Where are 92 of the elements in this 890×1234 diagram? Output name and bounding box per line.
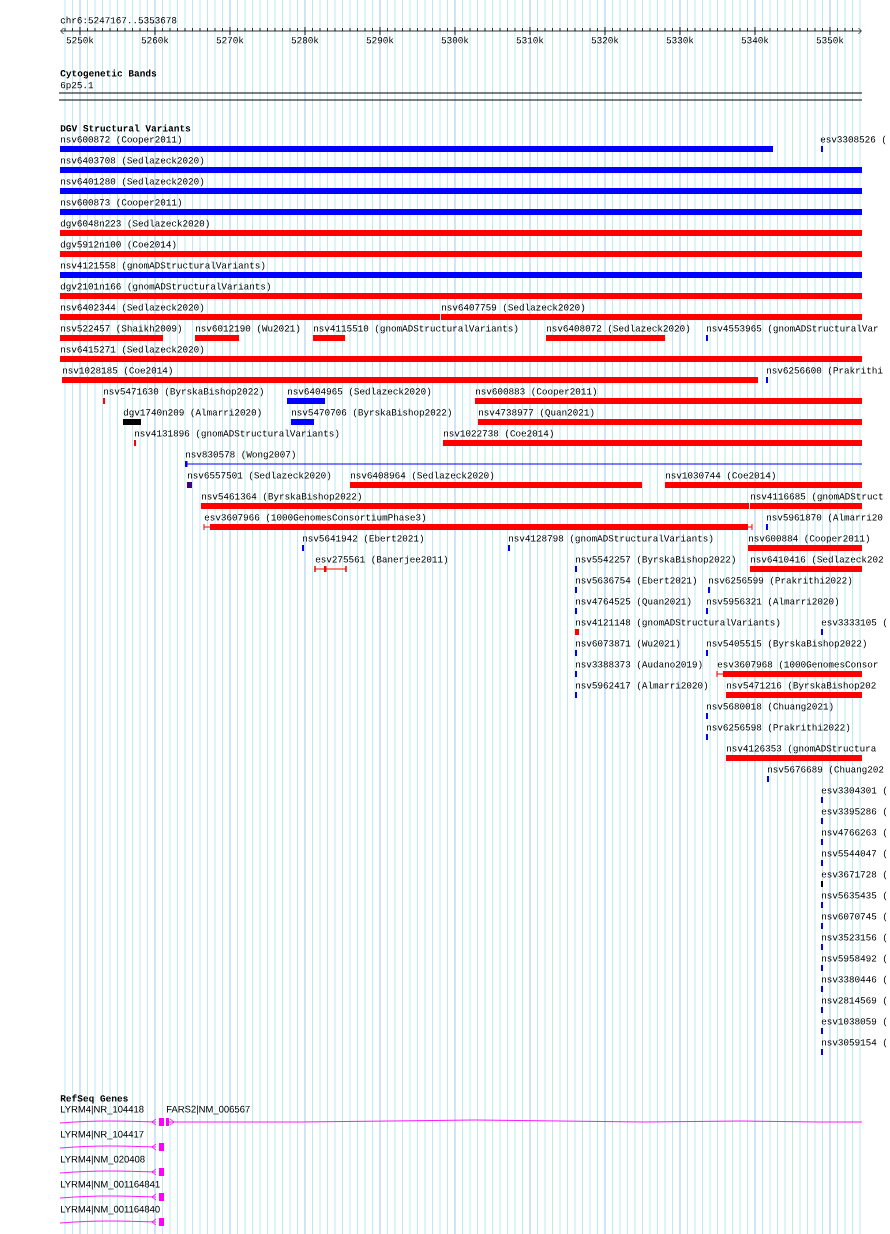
track-heading: DGV Structural Variants xyxy=(60,124,191,132)
variant-label: nsv522457 (Shaikh2009) xyxy=(61,324,181,334)
variant-label: nsv6256600 (Prakrithi xyxy=(767,366,883,376)
track-heading: Cytogenetic Bands xyxy=(60,69,157,79)
variant-label: nsv6403708 (Sedlazeck2020) xyxy=(61,156,204,166)
tick-label: 5340k xyxy=(741,36,769,44)
variant-label: nsv6256598 (Prakrithi2022) xyxy=(707,723,850,733)
tick-label: 5320k xyxy=(591,36,619,44)
variant-label: nsv600884 (Cooper2011) xyxy=(749,534,869,544)
tick-label: 5260k xyxy=(141,36,169,44)
gene-label: FARS2|NM_006567 xyxy=(167,1105,250,1115)
variant-label: nsv5471630 (ByrskaBishop2022) xyxy=(104,387,263,397)
variant-label: nsv6012190 (Wu2021) xyxy=(196,324,300,334)
tick-label: 5300k xyxy=(441,36,469,44)
variant-label: nsv4121558 (gnomADStructuralVariants) xyxy=(61,261,265,271)
variant-label: nsv6557501 (Sedlazeck2020) xyxy=(188,471,331,481)
variant-label: nsv600883 (Cooper2011) xyxy=(476,387,596,397)
variant-label: nsv3388373 (Audano2019) xyxy=(576,660,702,670)
variant-label: esv3671728 ( xyxy=(821,870,887,880)
variant-label: nsv1028185 (Coe2014) xyxy=(63,366,172,376)
gene-label: LYRM4|NM_001164840 xyxy=(61,1205,160,1215)
variant-label: nsv5461364 (ByrskaBishop2022) xyxy=(202,492,361,502)
variant-label: nsv5470706 (ByrskaBishop2022) xyxy=(292,408,451,418)
variant-label: nsv5542257 (ByrskaBishop2022) xyxy=(576,555,735,565)
variant-label: nsv600872 (Cooper2011) xyxy=(61,135,181,145)
variant-label: nsv6404965 (Sedlazeck2020) xyxy=(288,387,431,397)
tick-label: 5330k xyxy=(666,36,694,44)
variant-label: nsv4131896 (gnomADStructuralVariants) xyxy=(135,429,339,439)
band-label: 6p25.1 xyxy=(60,81,94,91)
tick-label: 5270k xyxy=(216,36,244,44)
variant-label: nsv2814569 ( xyxy=(822,996,887,1006)
variant-label: nsv5635435 ( xyxy=(822,891,887,901)
variant-label: nsv830578 (Wong2007) xyxy=(186,450,295,460)
variant-label: esv275561 (Banerjee2011) xyxy=(315,555,448,565)
variant-label: esv3304301 ( xyxy=(821,786,887,796)
tick-label: 5350k xyxy=(816,36,844,44)
variant-label: nsv3523156 ( xyxy=(822,933,887,943)
variant-label: nsv4766263 ( xyxy=(822,828,887,838)
variant-label: nsv4126353 (gnomADStructura xyxy=(727,744,876,754)
variant-label: nsv5676689 (Chuang202 xyxy=(768,765,884,775)
variant-label: dgv2101n166 (gnomADStructuralVariants) xyxy=(60,282,270,292)
variant-label: nsv5956321 (Almarri2020) xyxy=(707,597,839,607)
variant-label: nsv5680018 (Chuang2021) xyxy=(707,702,833,712)
variant-label: nsv1030744 (Coe2014) xyxy=(666,471,775,481)
gene-label: LYRM4|NR_104417 xyxy=(61,1130,144,1140)
variant-label: nsv4116685 (gnomADStruct xyxy=(751,492,883,502)
variant-label: nsv4764525 (Quan2021) xyxy=(576,597,691,607)
variant-label: nsv5405515 (ByrskaBishop2022) xyxy=(707,639,866,649)
gene-label: LYRM4|NM_001164841 xyxy=(61,1180,160,1190)
variant-label: nsv6401280 (Sedlazeck2020) xyxy=(61,177,204,187)
variant-label: esv1038059 ( xyxy=(821,1017,887,1027)
variant-label: nsv6407759 (Sedlazeck2020) xyxy=(442,303,585,313)
tick-label: 5250k xyxy=(66,36,94,44)
variant-label: nsv6408072 (Sedlazeck2020) xyxy=(547,324,690,334)
variant-label: nsv4115510 (gnomADStructuralVariants) xyxy=(314,324,518,334)
variant-label: nsv5961870 (Almarri20 xyxy=(767,513,883,523)
variant-label: nsv6410416 (Sedlazeck202 xyxy=(751,555,883,565)
variant-label: nsv6402344 (Sedlazeck2020) xyxy=(61,303,204,313)
variant-label: esv3395286 ( xyxy=(821,807,887,817)
variant-label: esv3333105 ( xyxy=(821,618,887,628)
variant-label: nsv4121148 (gnomADStructuralVariants) xyxy=(576,618,780,628)
variant-label: nsv6256599 (Prakrithi2022) xyxy=(709,576,852,586)
variant-label: nsv6408964 (Sedlazeck2020) xyxy=(351,471,494,481)
variant-label: nsv5471216 (ByrskaBishop202 xyxy=(727,681,876,691)
variant-label: nsv3059154 ( xyxy=(822,1038,887,1048)
gene-label: LYRM4|NM_020408 xyxy=(61,1155,145,1165)
variant-label: nsv4128798 (gnomADStructuralVariants) xyxy=(509,534,713,544)
variant-label: nsv4738977 (Quan2021) xyxy=(479,408,594,418)
coordinate-label: chr6:5247167..5353678 xyxy=(60,16,177,24)
variant-label: esv3607968 (1000GenomesConsor xyxy=(717,660,878,670)
variant-label: nsv5962417 (Almarri2020) xyxy=(576,681,708,691)
variant-label: nsv5641942 (Ebert2021) xyxy=(303,534,423,544)
variant-label: nsv4553965 (gnomADStructuralVar xyxy=(707,324,878,334)
variant-label: nsv6415271 (Sedlazeck2020) xyxy=(61,345,204,355)
variant-label: dgv5912n100 (Coe2014) xyxy=(60,240,176,250)
variant-label: nsv6070745 ( xyxy=(822,912,887,922)
gene-label: LYRM4|NR_104418 xyxy=(61,1105,144,1115)
track-heading: RefSeq Genes xyxy=(60,1094,128,1104)
variant-label: dgv6048n223 (Sedlazeck2020) xyxy=(60,219,209,229)
tick-label: 5290k xyxy=(366,36,394,44)
variant-label: nsv5544047 ( xyxy=(822,849,887,859)
tick-label: 5310k xyxy=(516,36,544,44)
variant-label: nsv600873 (Cooper2011) xyxy=(61,198,181,208)
tick-label: 5280k xyxy=(291,36,319,44)
variant-label: nsv3380446 ( xyxy=(822,975,887,985)
variant-label: nsv6073871 (Wu2021) xyxy=(576,639,680,649)
variant-label: nsv5958492 ( xyxy=(822,954,887,964)
variant-label: nsv1022738 (Coe2014) xyxy=(444,429,553,439)
variant-label: esv3607966 (1000GenomesConsortiumPhase3) xyxy=(204,513,425,523)
variant-label: nsv5636754 (Ebert2021) xyxy=(576,576,696,586)
variant-label: esv3308526 ( xyxy=(820,135,886,145)
variant-label: dgv1740n209 (Almarri2020) xyxy=(123,408,261,418)
